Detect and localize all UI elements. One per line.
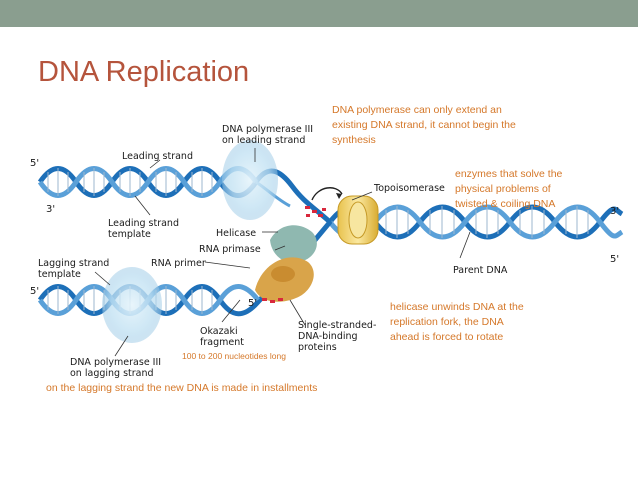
label-line: on leading strand xyxy=(222,135,313,146)
label-helicase: Helicase xyxy=(216,228,256,239)
end-top-left-5: 5' xyxy=(30,158,39,169)
end-right-3: 3' xyxy=(610,206,619,217)
label-line: template xyxy=(108,229,179,240)
end-lower-mid-5: 5' xyxy=(248,298,257,309)
dna-polymerase-lagging xyxy=(102,267,162,343)
leading-strand-helix xyxy=(40,168,330,222)
label-okazaki: Okazaki fragment xyxy=(200,326,244,348)
label-leading-template: Leading strand template xyxy=(108,218,179,240)
label-leading-strand: Leading strand xyxy=(122,151,193,162)
label-line: proteins xyxy=(298,342,376,353)
label-lagging-template: Lagging strand template xyxy=(38,258,109,280)
ssb-proteins xyxy=(255,257,314,301)
end-lower-left-5: 5' xyxy=(30,286,39,297)
label-ssb: Single-stranded- DNA-binding proteins xyxy=(298,320,376,353)
label-dna-pol-lagging: DNA polymerase III on lagging strand xyxy=(70,357,161,379)
note-okazaki-length: 100 to 200 nucleotides long xyxy=(182,349,286,364)
note-helicase: helicase unwinds DNA at the replication … xyxy=(390,300,530,345)
label-line: DNA-binding xyxy=(298,331,376,342)
rotation-arrowhead xyxy=(336,193,342,199)
label-line: DNA polymerase III xyxy=(222,124,313,135)
label-dna-pol-leading: DNA polymerase III on leading strand xyxy=(222,124,313,146)
label-topoisomerase: Topoisomerase xyxy=(374,183,445,194)
label-line: Okazaki xyxy=(200,326,244,337)
note-lagging: on the lagging strand the new DNA is mad… xyxy=(46,381,317,396)
label-line: Lagging strand xyxy=(38,258,109,269)
note-topoisomerase: enzymes that solve the physical problems… xyxy=(455,167,585,212)
label-parent-dna: Parent DNA xyxy=(453,265,507,276)
dna-polymerase-leading xyxy=(222,140,278,220)
rna-primase-protein xyxy=(270,225,317,263)
label-line: Leading strand xyxy=(108,218,179,229)
label-rna-primase: RNA primase xyxy=(199,244,261,255)
label-line: fragment xyxy=(200,337,244,348)
end-top-left-3: 3' xyxy=(46,204,55,215)
end-right-5: 5' xyxy=(610,254,619,265)
label-line: on lagging strand xyxy=(70,368,161,379)
label-line: Single-stranded- xyxy=(298,320,376,331)
note-polymerase: DNA polymerase can only extend an existi… xyxy=(332,103,532,148)
label-rna-primer: RNA primer xyxy=(151,258,206,269)
label-line: DNA polymerase III xyxy=(70,357,161,368)
helicase-protein xyxy=(338,196,378,244)
label-line: template xyxy=(38,269,109,280)
